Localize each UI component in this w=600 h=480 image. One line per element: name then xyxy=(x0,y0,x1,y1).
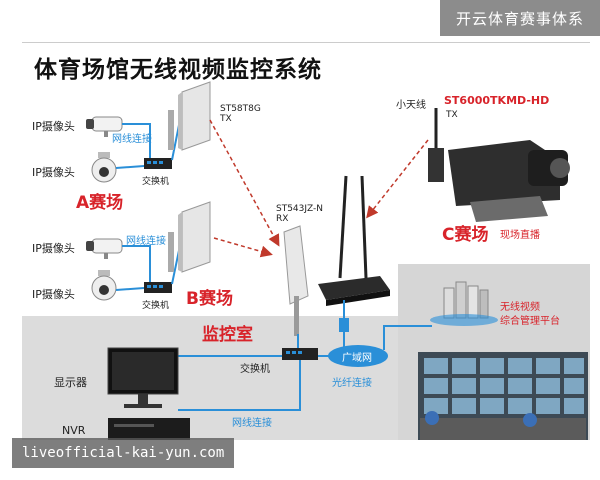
switch-control-icon xyxy=(282,348,318,360)
zone-a-name: A赛场 xyxy=(76,188,123,213)
zone-a-camera1-label: IP摄像头 xyxy=(32,118,75,134)
dome-camera-b-icon xyxy=(92,270,116,300)
zone-b-name: B赛场 xyxy=(186,284,233,309)
receiver-model: ST543JZ-N xyxy=(276,204,323,214)
router-icon xyxy=(318,176,390,306)
control-room-name: 监控室 xyxy=(202,320,253,345)
fiber-label: 光纤连接 xyxy=(332,374,372,389)
zone-a-camera2-label: IP摄像头 xyxy=(32,164,75,180)
zone-b-switch-label: 交换机 xyxy=(142,298,169,311)
video-wall-icon xyxy=(418,352,588,440)
switch-b-icon xyxy=(144,282,172,293)
zone-a-radio-mode: TX xyxy=(220,114,232,124)
control-link-label: 网线连接 xyxy=(232,414,272,429)
watermark-bottom: liveofficial-kai-yun.com xyxy=(12,438,234,468)
platform-line1: 无线视频 xyxy=(500,298,540,313)
display-label: 显示器 xyxy=(54,374,87,390)
platform-line2: 综合管理平台 xyxy=(500,312,560,327)
dome-camera-icon xyxy=(92,152,116,182)
zone-c-name: C赛场 xyxy=(442,220,488,245)
switch-a-icon xyxy=(144,158,172,169)
zone-c-antenna-label: 小天线 xyxy=(396,96,426,111)
zone-a-link-label: 网线连接 xyxy=(112,130,152,145)
diagram-title: 体育场馆无线视频监控系统 xyxy=(34,50,322,84)
fiber-transceiver-icon xyxy=(339,318,349,332)
zone-c-model: ST6000TKMD-HD xyxy=(444,94,549,107)
receiver-mode: RX xyxy=(276,214,288,224)
radio-panel-b-icon xyxy=(168,202,210,272)
control-switch-label: 交换机 xyxy=(240,360,270,375)
zone-b-link-label: 网线连接 xyxy=(126,232,166,247)
radio-panel-a-icon xyxy=(168,82,210,150)
zone-c-mode: TX xyxy=(446,110,458,120)
server-rack-icon xyxy=(430,282,498,326)
zone-a-switch-label: 交换机 xyxy=(142,174,169,187)
monitor-icon xyxy=(108,348,178,408)
watermark-top: 开云体育赛事体系 xyxy=(440,0,600,36)
zone-c-subtitle: 现场直播 xyxy=(500,226,540,241)
receiver-panel-icon xyxy=(284,226,308,336)
zone-b-camera1-label: IP摄像头 xyxy=(32,240,75,256)
zone-a-radio-model: ST58T8G xyxy=(220,104,261,114)
nvr-icon xyxy=(108,418,190,440)
bullet-camera-b-icon xyxy=(86,239,122,259)
nvr-label: NVR xyxy=(62,424,85,437)
zone-b-camera2-label: IP摄像头 xyxy=(32,286,75,302)
wan-label: 广域网 xyxy=(342,349,372,364)
broadcast-camera-icon xyxy=(428,108,570,222)
